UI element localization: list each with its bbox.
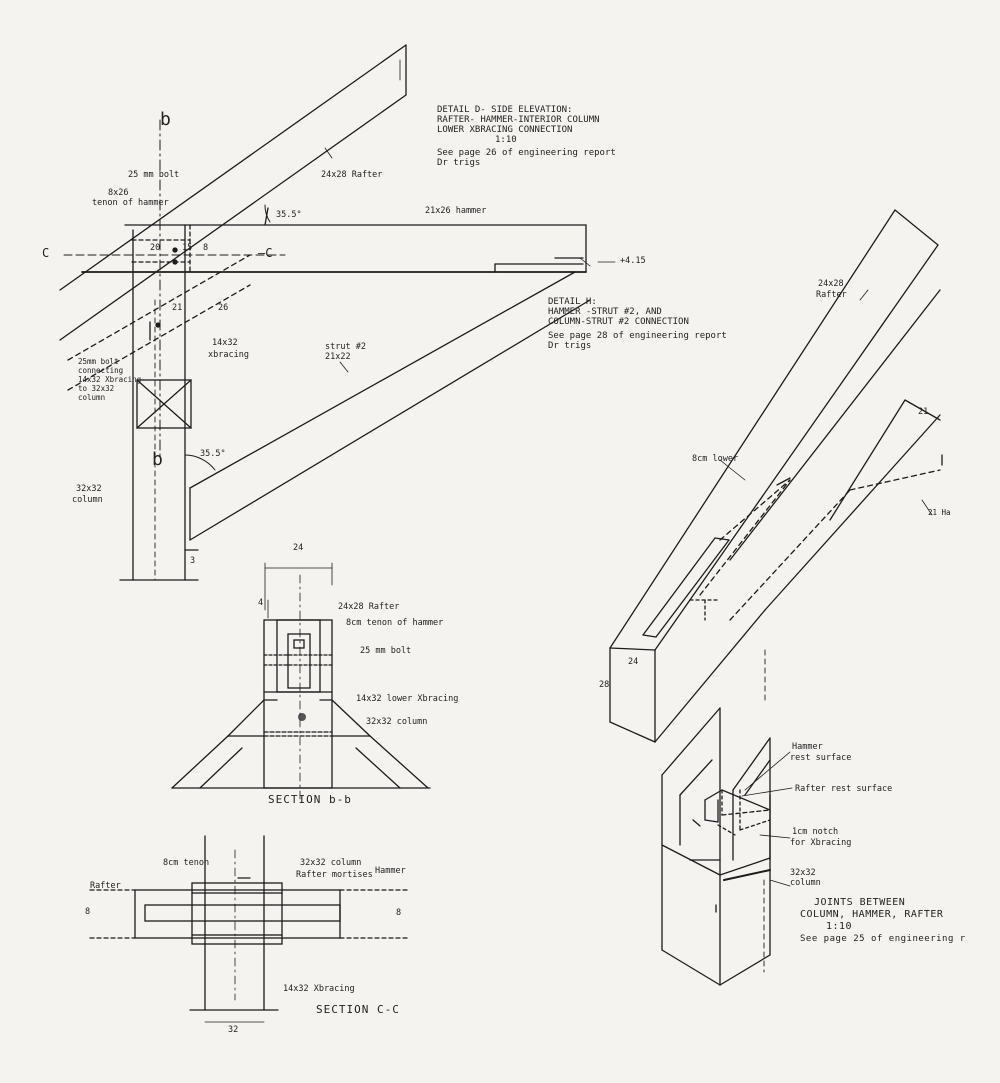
label-strut: strut #2 <box>325 342 366 352</box>
dim-8: 8 <box>203 243 209 253</box>
label-bolt-connection: 25mm bolt connecting 14x32 Xbracing to 3… <box>78 357 141 402</box>
iso-dim-21: 21 <box>918 407 929 417</box>
detail-d-drawn-by: Dr trigs <box>437 158 481 168</box>
bolt-connection-4: to 32x32 <box>78 384 115 393</box>
dim-3: 3 <box>190 556 196 566</box>
label-angle-top: 35.5° <box>276 210 302 220</box>
label-column: column <box>72 495 103 505</box>
iso-rafter-rest: Rafter rest surface <box>795 784 893 794</box>
section-b-bolt: 25 mm bolt <box>360 646 412 656</box>
iso-column: column <box>790 878 821 888</box>
section-c-tenon: 8cm tenon <box>163 858 210 868</box>
detail-d-line-3: LOWER XBRACING CONNECTION <box>437 125 573 135</box>
iso-column-size: 32x32 <box>790 868 816 878</box>
iso-notch-1: 1cm notch <box>792 827 839 837</box>
joints-reference: See page 25 of engineering r <box>800 934 966 944</box>
label-tenon: tenon of hammer <box>92 198 169 208</box>
detail-h-drawn-by: Dr trigs <box>548 341 592 351</box>
section-c-mortises: Rafter mortises <box>296 870 373 880</box>
label-rafter: 24x28 Rafter <box>321 170 383 180</box>
section-b-tenon: 8cm tenon of hammer <box>346 618 444 628</box>
label-angle-bottom: 35.5° <box>200 449 226 459</box>
dim-26: 26 <box>218 303 229 313</box>
dim-21: 21 <box>172 303 183 313</box>
iso-hammer: 21 Ha <box>928 508 951 517</box>
cut-b-bottom: b <box>152 449 163 470</box>
side-elevation-drawing <box>59 44 616 581</box>
section-c-hammer: Hammer <box>375 866 406 876</box>
section-c-dim-32: 32 <box>228 1025 239 1035</box>
dim-15: 15 <box>182 243 193 253</box>
section-b-xbracing: 14x32 lower Xbracing <box>356 694 459 704</box>
section-c-column: 32x32 column <box>300 858 362 868</box>
joints-scale: 1:10 <box>826 921 853 932</box>
label-bolt: 25 mm bolt <box>128 170 180 180</box>
section-b-column: 32x32 column <box>366 717 428 727</box>
section-b-dim-24: 24 <box>293 543 304 553</box>
detail-d-title: DETAIL D- SIDE ELEVATION: RAFTER- HAMMER… <box>437 105 616 168</box>
detail-h-line-2: HAMMER -STRUT #2, AND <box>548 307 662 317</box>
bolt-connection-3: 14x32 Xbracing <box>78 375 142 384</box>
detail-d-reference: See page 26 of engineering report <box>437 148 616 158</box>
detail-h-line-3: COLUMN-STRUT #2 CONNECTION <box>548 317 689 327</box>
iso-hammer-rest-1: Hammer <box>792 742 823 752</box>
cut-c-right: —C <box>258 246 273 260</box>
iso-dim-28: 28 <box>599 680 610 690</box>
label-tenon-size: 8x26 <box>108 188 129 198</box>
iso-dim-24: 24 <box>628 657 639 667</box>
isometric-joint-drawing <box>609 209 943 986</box>
cut-c-left: C <box>42 246 50 260</box>
section-c-xbracing: 14x32 Xbracing <box>283 984 355 994</box>
bolt-connection-2: connecting <box>78 366 124 375</box>
label-level: +4.15 <box>620 256 646 266</box>
joints-line-2: COLUMN, HAMMER, RAFTER <box>800 909 944 920</box>
iso-lower: 8cm lower <box>692 454 739 464</box>
bolt-connection-1: 25mm bolt <box>78 357 119 366</box>
detail-h-title: DETAIL H: HAMMER -STRUT #2, AND COLUMN-S… <box>548 297 727 351</box>
detail-d-scale: 1:10 <box>495 135 517 145</box>
section-c-dim-right: 8 <box>396 908 402 918</box>
cut-b-top: b <box>160 109 171 130</box>
section-b-dim-4: 4 <box>258 598 264 608</box>
detail-d-line-2: RAFTER- HAMMER-INTERIOR COLUMN <box>437 115 600 125</box>
section-c-title: SECTION C-C <box>316 1003 400 1016</box>
label-column-size: 32x32 <box>76 484 102 494</box>
section-b-drawing <box>171 562 431 801</box>
iso-notch-2: for Xbracing <box>790 838 852 848</box>
label-strut-size: 21x22 <box>325 352 351 362</box>
section-b-title: SECTION b-b <box>268 793 352 806</box>
label-xbracing-size: 14x32 <box>212 338 238 348</box>
detail-d-line-1: DETAIL D- SIDE ELEVATION: <box>437 105 573 115</box>
iso-hammer-rest-2: rest surface <box>790 753 852 763</box>
section-c-drawing <box>89 835 411 1023</box>
section-c-dim-left: 8 <box>85 907 91 917</box>
joints-line-1: JOINTS BETWEEN <box>814 897 906 908</box>
detail-h-reference: See page 28 of engineering report <box>548 331 727 341</box>
section-c-rafter: Rafter <box>90 881 121 891</box>
bolt-connection-5: column <box>78 393 106 402</box>
section-b-rafter: 24x28 Rafter <box>338 602 400 612</box>
iso-rafter-size: 24x28 <box>818 279 844 289</box>
dim-20: 20 <box>150 243 161 253</box>
iso-rafter: Rafter <box>816 290 847 300</box>
label-hammer: 21x26 hammer <box>425 206 487 216</box>
label-xbracing: xbracing <box>208 350 249 360</box>
joints-title: JOINTS BETWEEN COLUMN, HAMMER, RAFTER 1:… <box>800 897 966 945</box>
detail-h-line-1: DETAIL H: <box>548 297 597 307</box>
